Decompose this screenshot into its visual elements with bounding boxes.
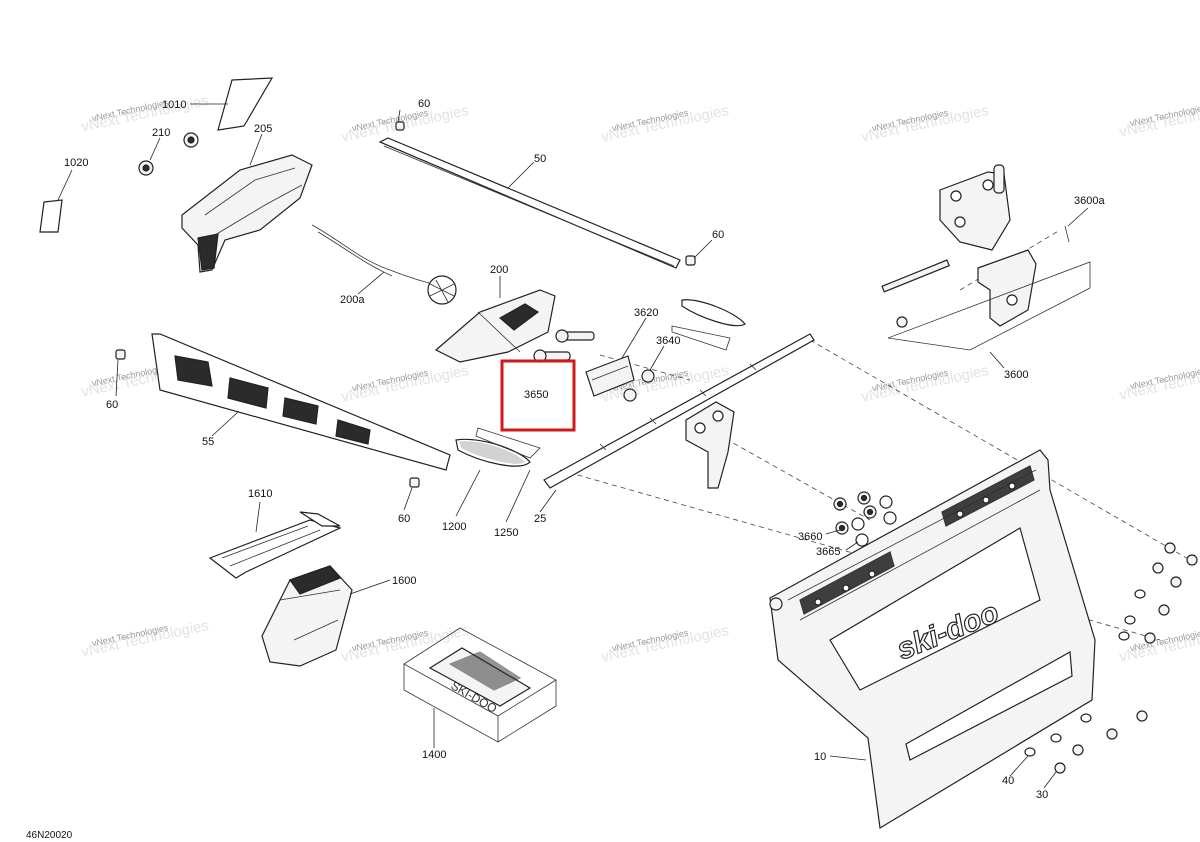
part-50-strip[interactable]	[378, 137, 681, 269]
part-label-60[interactable]: 60	[106, 399, 118, 411]
part-label-3620[interactable]: 3620	[634, 307, 658, 319]
part-label-3650[interactable]: 3650	[524, 389, 548, 401]
part-1250-lens[interactable]	[475, 427, 541, 459]
diagram-code: 46N20020	[26, 830, 73, 841]
part-1200-lens-ring[interactable]	[455, 438, 531, 467]
part-label-40[interactable]: 40	[1002, 775, 1014, 787]
part-3650-bolts[interactable]	[533, 329, 595, 363]
part-3640-bolts[interactable]	[623, 369, 655, 402]
part-label-1200[interactable]: 1200	[442, 521, 466, 533]
part-label-1610[interactable]: 1610	[248, 488, 272, 500]
part-10-rear-flap[interactable]: ski-doo	[769, 449, 1096, 829]
part-210-nuts[interactable]	[138, 132, 199, 176]
part-label-60[interactable]: 60	[398, 513, 410, 525]
watermark: vNext Technologies vNext Technologies	[860, 362, 991, 406]
part-label-3665[interactable]: 3665	[816, 546, 840, 558]
part-3620-bracket[interactable]	[585, 355, 635, 397]
watermark: vNext Technologies vNext Technologies	[1118, 97, 1200, 141]
part-3600a-pin[interactable]	[1064, 225, 1070, 243]
part-60-screws[interactable]	[115, 121, 696, 488]
part-1020-decal[interactable]	[39, 199, 63, 233]
part-label-1020[interactable]: 1020	[64, 157, 88, 169]
part-label-210[interactable]: 210	[152, 127, 170, 139]
part-label-200a[interactable]: 200a	[340, 294, 365, 306]
watermark: vNext Technologies vNext Technologies	[1118, 622, 1200, 666]
part-3665-nuts[interactable]	[851, 495, 897, 547]
part-label-200[interactable]: 200	[490, 264, 508, 276]
watermark: vNext Technologies vNext Technologies	[600, 102, 731, 146]
part-label-3640[interactable]: 3640	[656, 335, 680, 347]
part-3600-hinge[interactable]	[881, 164, 1037, 328]
part-label-1400[interactable]: 1400	[422, 749, 446, 761]
leader-lines	[57, 103, 1089, 789]
highlight-box-3650	[500, 359, 576, 432]
part-30-screws[interactable]	[1054, 542, 1198, 774]
part-label-205[interactable]: 205	[254, 123, 272, 135]
watermark: vNext Technologies vNext Technologies	[340, 362, 471, 406]
part-label-3600a[interactable]: 3600a	[1074, 195, 1105, 207]
part-upper-lens[interactable]	[671, 299, 746, 351]
part-label-3660[interactable]: 3660	[798, 531, 822, 543]
part-label-1600[interactable]: 1600	[392, 575, 416, 587]
part-205-housing[interactable]	[181, 154, 313, 273]
part-1010-decal[interactable]	[217, 77, 274, 131]
part-40-washers[interactable]	[1024, 589, 1146, 757]
watermark: vNext Technologies vNext Technologies	[80, 617, 211, 661]
watermark: vNext Technologies vNext Technologies	[80, 92, 211, 136]
part-label-55[interactable]: 55	[202, 436, 214, 448]
part-number-labels: 1010 210 205 1020 60 50 60 200a 200 3600…	[64, 98, 1105, 801]
watermark: vNext Technologies vNext Technologies	[860, 102, 991, 146]
part-200-headlight-cover[interactable]	[434, 289, 556, 363]
part-label-60[interactable]: 60	[418, 98, 430, 110]
part-label-50[interactable]: 50	[534, 153, 546, 165]
part-label-60[interactable]: 60	[712, 229, 724, 241]
watermark: vNext Technologies vNext Technologies	[1118, 360, 1200, 404]
part-label-30[interactable]: 30	[1036, 789, 1048, 801]
part-hinge-bracket-center[interactable]	[685, 401, 735, 489]
part-label-1250[interactable]: 1250	[494, 527, 518, 539]
part-label-10[interactable]: 10	[814, 751, 826, 763]
part-1600-bag[interactable]	[261, 565, 353, 667]
part-200a-harness[interactable]	[311, 224, 457, 305]
part-label-1010[interactable]: 1010	[162, 99, 186, 111]
part-25-rail[interactable]	[543, 333, 815, 489]
watermark: vNext Technologies vNext Technologies	[600, 622, 731, 666]
part-label-3600[interactable]: 3600	[1004, 369, 1028, 381]
watermark: vNext Technologies vNext Technologies	[340, 102, 471, 146]
part-55-side-panel[interactable]	[151, 333, 451, 471]
part-1610-strap[interactable]	[208, 511, 342, 579]
part-3660-nuts[interactable]	[833, 491, 877, 535]
part-label-25[interactable]: 25	[534, 513, 546, 525]
